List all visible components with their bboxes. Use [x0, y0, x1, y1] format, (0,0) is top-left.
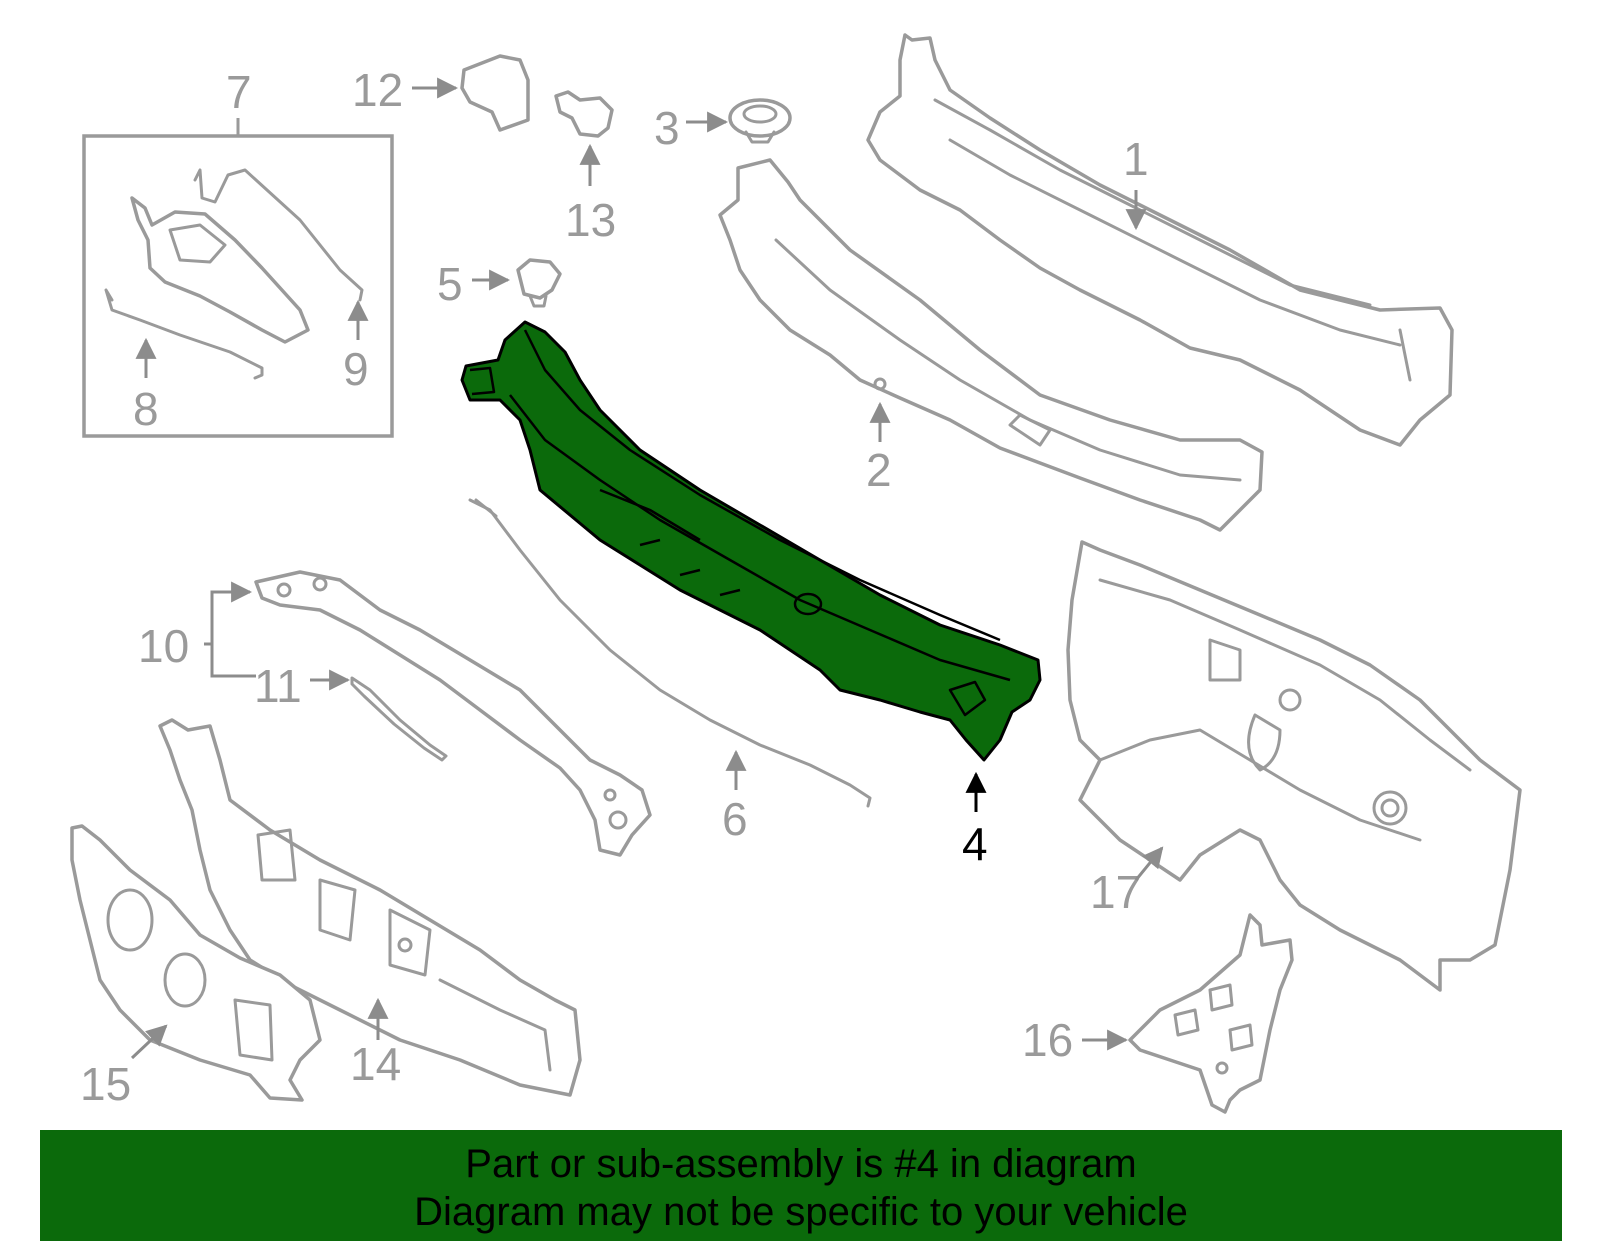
seal-11: [350, 676, 448, 762]
plate-16: [1128, 913, 1294, 1114]
cowl-panel-2: [718, 158, 1264, 532]
callout-10: 10: [138, 620, 189, 672]
bracket-12: [460, 54, 530, 132]
callout-2: 2: [866, 444, 892, 496]
callout-15: 15: [80, 1058, 131, 1110]
callout-9: 9: [343, 343, 369, 395]
callout-6: 6: [722, 793, 748, 845]
callout-16: 16: [1022, 1014, 1073, 1066]
cowl-top-4-highlighted: [460, 320, 1042, 762]
kit-box-7: [82, 118, 394, 438]
dash-panel-14: [158, 718, 582, 1097]
callout-14: 14: [350, 1038, 401, 1090]
insulator-15: [70, 824, 322, 1102]
callout-13: 13: [565, 194, 616, 246]
callout-3: 3: [654, 102, 680, 154]
callout-4: 4: [962, 818, 988, 870]
callout-5: 5: [437, 258, 463, 310]
callout-17: 17: [1090, 866, 1141, 918]
firewall-17: [1066, 540, 1522, 992]
info-banner: Part or sub-assembly is #4 in diagram Di…: [40, 1130, 1562, 1241]
banner-line-part-number: Part or sub-assembly is #4 in diagram: [465, 1142, 1137, 1186]
reinforcement-10: [254, 570, 652, 857]
clip-5: [516, 258, 562, 308]
seal-6: [468, 498, 872, 808]
grommet-3: [728, 98, 792, 144]
banner-line-disclaimer: Diagram may not be specific to your vehi…: [414, 1190, 1188, 1234]
callout-1: 1: [1123, 133, 1149, 185]
parts-diagram: 7 8 9 12 13 3 5 1 2: [70, 33, 1522, 1114]
clip-13: [554, 90, 614, 138]
callout-12: 12: [352, 64, 403, 116]
callout-7: 7: [226, 66, 252, 118]
callout-11: 11: [254, 660, 302, 712]
callout-8: 8: [133, 383, 159, 435]
